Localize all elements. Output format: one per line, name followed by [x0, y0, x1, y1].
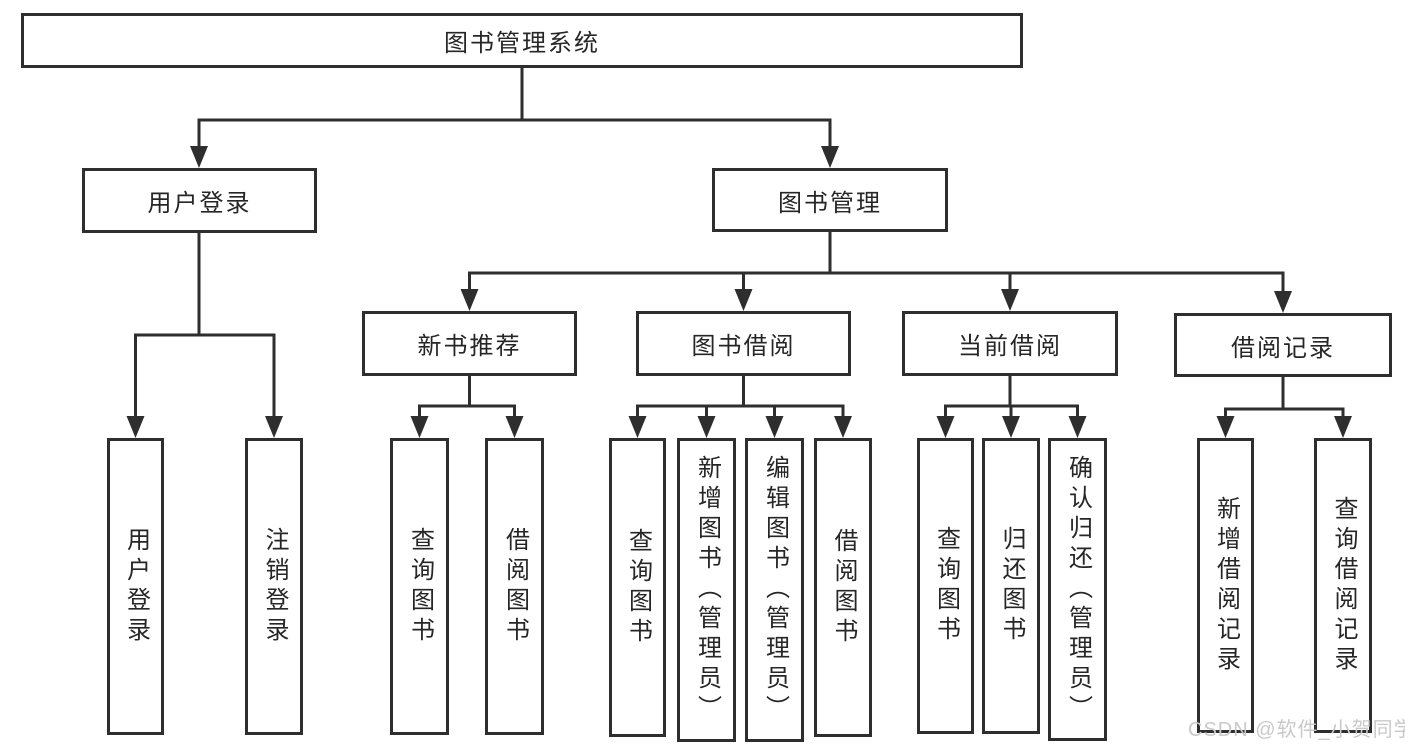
- leaf-query-borrow-record: 查询借阅记录: [1314, 438, 1372, 733]
- leaf-borrow-books-1: 借阅图书: [485, 438, 544, 735]
- node-new-book-recommend: 新书推荐: [362, 311, 577, 376]
- leaf-query-books-2: 查询图书: [609, 438, 666, 737]
- node-borrow-records: 借阅记录: [1174, 313, 1392, 377]
- node-current-borrow: 当前借阅: [902, 311, 1118, 376]
- leaf-add-borrow-record: 新增借阅记录: [1197, 438, 1254, 733]
- leaf-borrow-books-2: 借阅图书: [814, 438, 872, 737]
- arrowheads: [126, 146, 1352, 438]
- leaf-user-login: 用户登录: [107, 438, 164, 735]
- leaf-return-book: 归还图书: [982, 438, 1040, 734]
- leaf-query-books-3: 查询图书: [917, 438, 974, 734]
- node-book-borrow: 图书借阅: [636, 311, 851, 376]
- leaf-edit-book-admin: 编辑图书（管理员）: [745, 438, 804, 742]
- leaf-add-book-admin: 新增图书（管理员）: [677, 438, 736, 742]
- leaf-logout: 注销登录: [245, 438, 303, 735]
- node-user-login: 用户登录: [82, 168, 317, 233]
- node-book-management: 图书管理: [712, 168, 948, 232]
- leaf-confirm-return-admin: 确认归还（管理员）: [1048, 438, 1107, 741]
- csdn-watermark: CSDN @软件_小贺同学: [1188, 719, 1405, 741]
- leaf-query-books-1: 查询图书: [390, 438, 449, 735]
- node-root-system: 图书管理系统: [21, 13, 1023, 68]
